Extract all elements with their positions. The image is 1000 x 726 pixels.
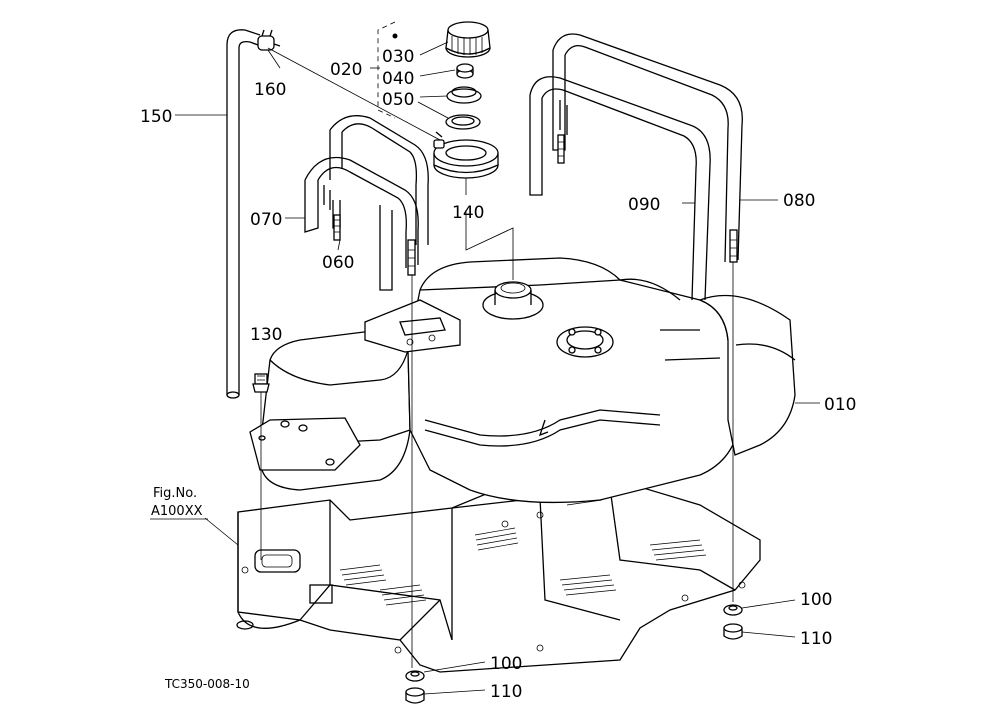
strap-080-090 [529, 33, 743, 301]
label-110-bottom: 110 [490, 682, 522, 702]
label-070: 070 [250, 210, 282, 230]
label-130: 130 [250, 325, 282, 345]
figure-ref-line2: A100XX [151, 504, 203, 519]
label-020: 020 [330, 60, 362, 80]
drain-plug [252, 373, 270, 393]
strap-070 [304, 115, 429, 291]
figure-reference: Fig.No. A100XX [150, 486, 208, 520]
breather-hose [226, 29, 281, 399]
label-050: 050 [382, 90, 414, 110]
label-110-right: 110 [800, 629, 832, 649]
label-090: 090 [628, 195, 660, 215]
leader-lines [175, 41, 820, 695]
label-080: 080 [783, 191, 815, 211]
floor-plate [236, 477, 761, 673]
figure-ref-line1: Fig.No. [153, 486, 197, 501]
label-030: 030 [382, 47, 414, 67]
hose-clamp-icon [257, 29, 281, 51]
filler-cap-assembly [377, 21, 499, 179]
label-100-right: 100 [800, 590, 832, 610]
drawing-code: TC350-008-10 [164, 677, 250, 691]
label-010: 010 [824, 395, 856, 415]
part-labels: 150 160 020 030 040 050 070 060 140 090 … [140, 47, 856, 702]
label-150: 150 [140, 107, 172, 127]
label-100-bottom: 100 [490, 654, 522, 674]
label-040: 040 [382, 69, 414, 89]
label-160: 160 [254, 80, 286, 100]
fuel-tank [249, 257, 796, 504]
label-060: 060 [322, 253, 354, 273]
label-140: 140 [452, 203, 484, 223]
rubber-mounts [405, 604, 743, 704]
